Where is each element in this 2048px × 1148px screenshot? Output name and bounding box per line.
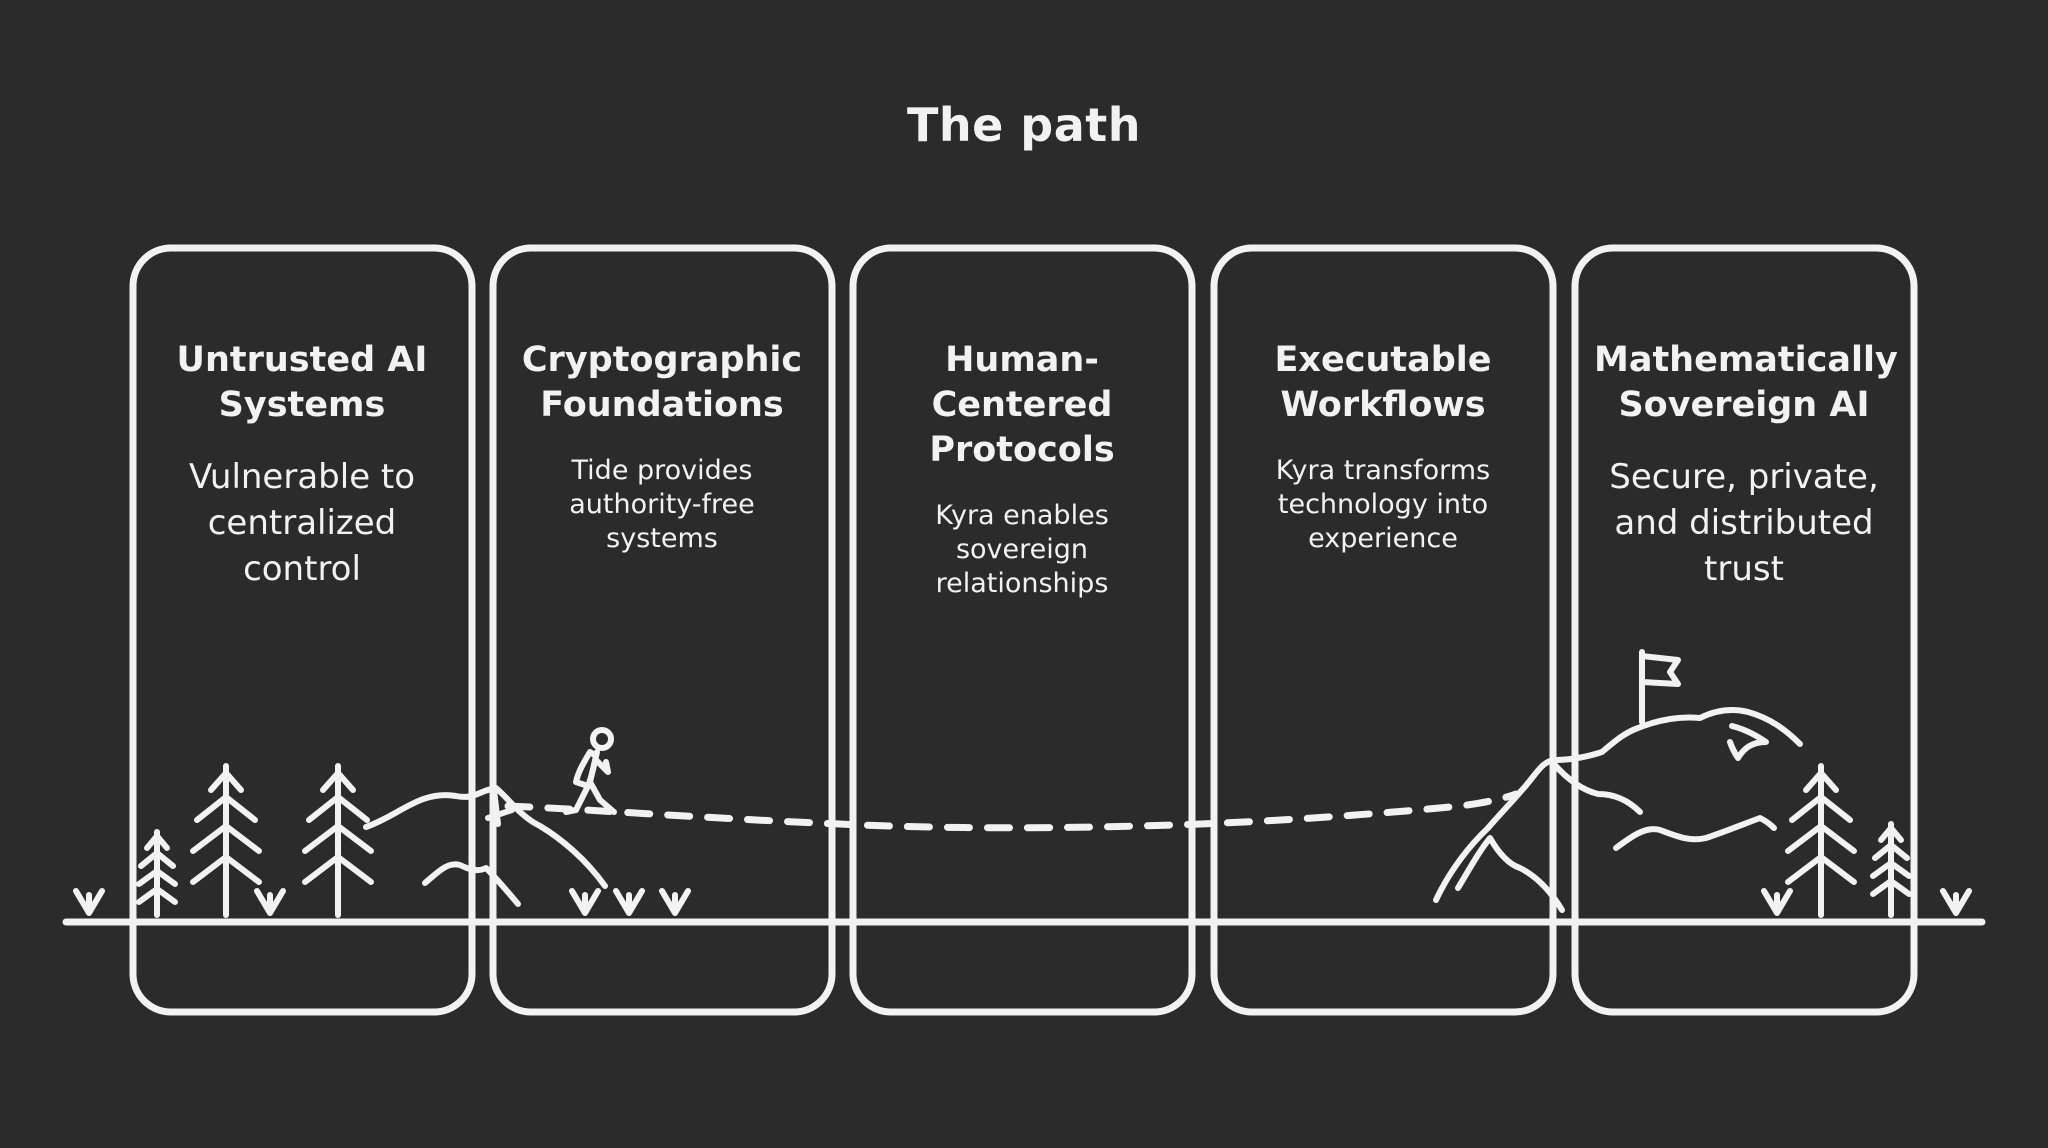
column-4-description: Kyra transforms technology into experien… — [1233, 454, 1533, 556]
column-5: Mathematically Sovereign AI Secure, priv… — [1594, 338, 1894, 592]
grass-tuft-icon — [76, 891, 102, 913]
column-4-heading: Executable Workflows — [1233, 338, 1533, 428]
pine-tree-icon — [305, 766, 371, 915]
page-title: The path — [0, 98, 2048, 152]
column-2: Cryptographic Foundations Tide provides … — [512, 338, 812, 556]
column-1-heading: Untrusted AI Systems — [152, 338, 452, 428]
pine-tree-icon — [139, 832, 175, 915]
grass-tuft-icon — [1943, 891, 1969, 913]
grass-tuft-icon — [616, 891, 642, 913]
grass-tuft-icon — [1764, 891, 1790, 913]
hiker-icon — [566, 730, 614, 812]
pine-tree-icon — [193, 766, 259, 915]
mountain-icon — [366, 788, 605, 904]
pine-tree-icon — [1873, 824, 1909, 915]
grass-tuft-icon — [572, 891, 598, 913]
column-3: Human-Centered Protocols Kyra enables so… — [872, 338, 1172, 601]
mountain-icon — [1436, 710, 1800, 910]
column-2-description: Tide provides authority-free systems — [512, 454, 812, 556]
column-5-heading: Mathematically Sovereign AI — [1594, 338, 1894, 428]
column-2-heading: Cryptographic Foundations — [512, 338, 812, 428]
column-3-description: Kyra enables sovereign relationships — [872, 499, 1172, 601]
pine-tree-icon — [1788, 766, 1854, 915]
column-1-description: Vulnerable to centralized control — [152, 454, 452, 592]
column-1: Untrusted AI Systems Vulnerable to centr… — [152, 338, 452, 592]
journey-path — [508, 794, 1516, 828]
column-5-description: Secure, private, and distributed trust — [1594, 454, 1894, 592]
column-3-heading: Human-Centered Protocols — [872, 338, 1172, 473]
grass-tuft-icon — [257, 891, 283, 913]
column-4: Executable Workflows Kyra transforms tec… — [1233, 338, 1533, 556]
grass-tuft-icon — [662, 891, 688, 913]
summit-flag-icon — [1642, 652, 1678, 722]
